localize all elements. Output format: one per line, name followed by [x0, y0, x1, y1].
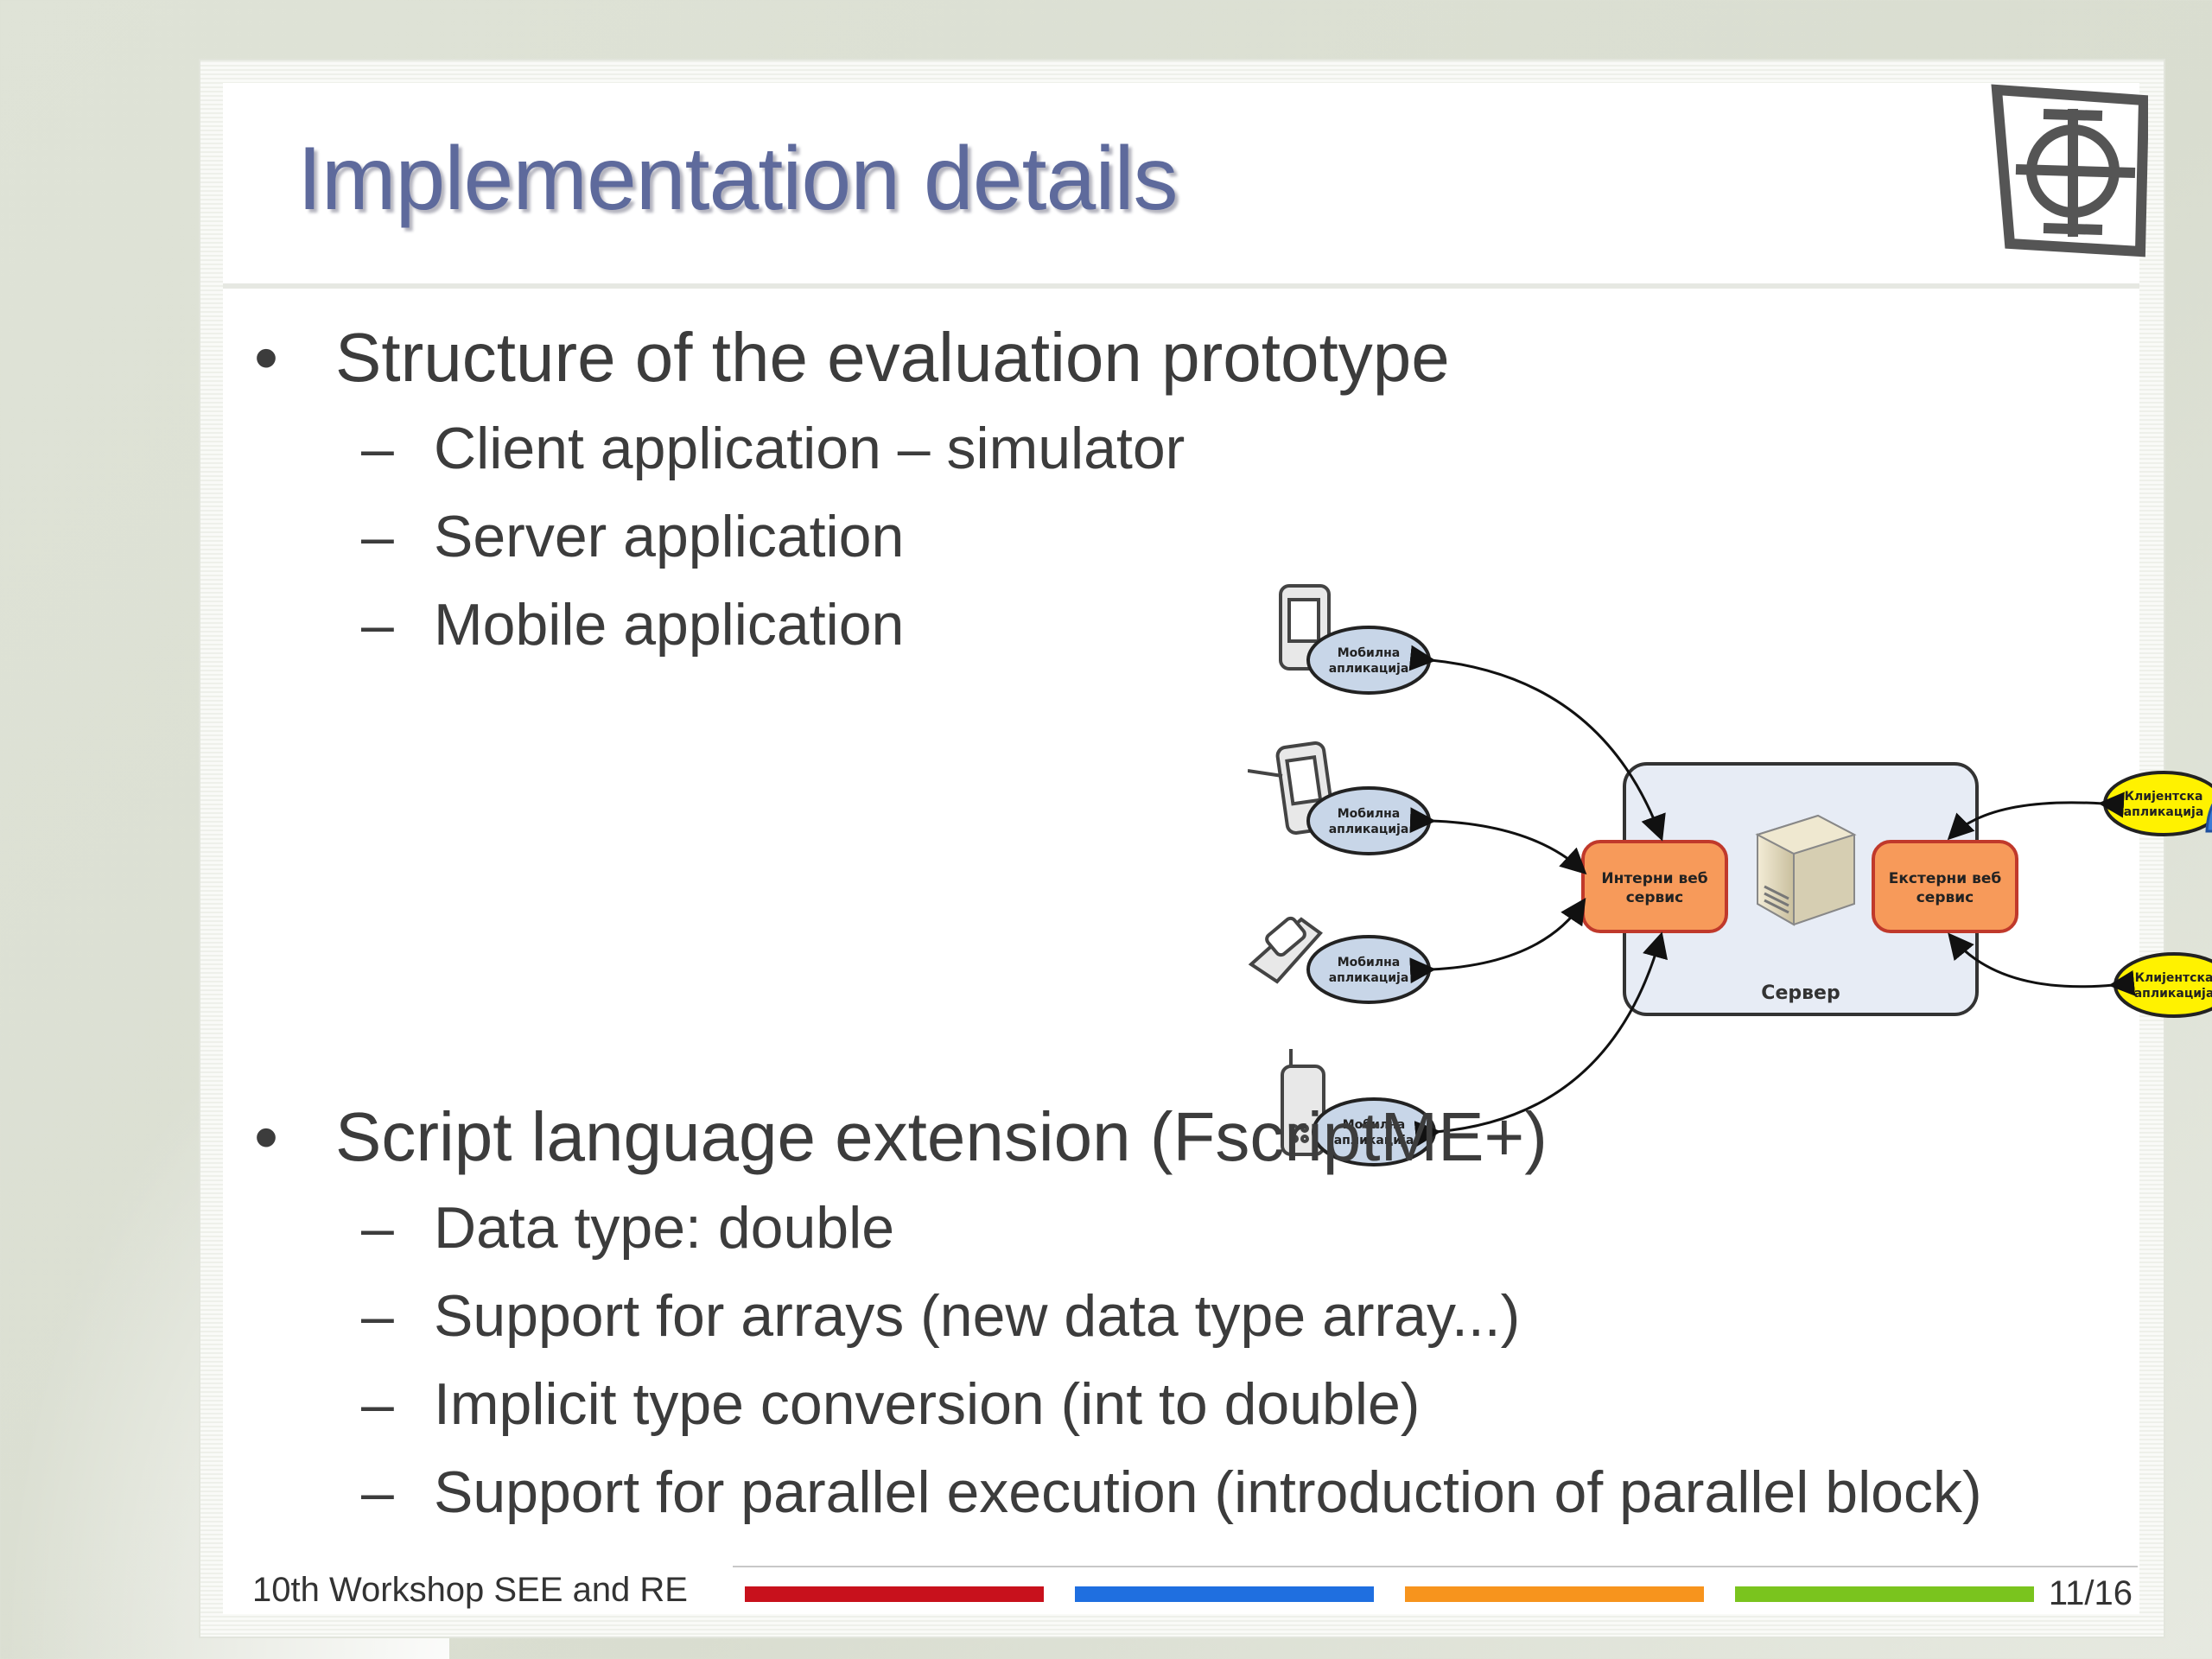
slide-footer: 10th Workshop SEE and RE 11/16 [223, 1562, 2139, 1614]
bullet-text: Structure of the evaluation prototype [335, 319, 1450, 396]
workshop-name: 10th Workshop SEE and RE [252, 1571, 688, 1609]
svg-text:Мобилна: Мобилна [1343, 1118, 1406, 1132]
footer-stripe-orange [1405, 1586, 1704, 1602]
svg-text:апликација: апликација [1329, 971, 1409, 985]
external-ws-label-2: сервис [1916, 889, 1974, 906]
university-logo-icon [1991, 84, 2148, 257]
connector-arrow [1948, 932, 2136, 996]
sub-bullet-text: Support for arrays (new data type array.… [434, 1283, 1521, 1349]
architecture-diagram: Сервер Интерни веб сервис Екстерни веб с… [1248, 584, 2212, 1166]
svg-text:Клијентска: Клијентска [2135, 971, 2212, 985]
title-bar: Implementation details [223, 83, 2148, 289]
svg-text:Мобилна: Мобилна [1338, 807, 1401, 821]
footer-stripe-blue [1075, 1586, 1374, 1602]
svg-text:Мобилна: Мобилна [1338, 646, 1401, 660]
server-label: Сервер [1761, 982, 1840, 1004]
connector-arrow [1409, 807, 1587, 875]
sub-bullet-text: Support for parallel execution (introduc… [434, 1459, 1982, 1525]
sub-bullet-text: Mobile application [434, 592, 905, 658]
mobile-app-node: Мобилна апликација [1312, 1097, 1436, 1166]
slide-frame: Implementation details • Structure of th… [200, 60, 2212, 1637]
footer-rule [733, 1566, 2138, 1567]
sub-bullet-text: Client application – simulator [434, 416, 1185, 481]
footer-stripe-green [1735, 1586, 2034, 1602]
connector-arrow [1409, 898, 1586, 984]
sub-bullet-text: Implicit type conversion (int to double) [434, 1371, 1421, 1437]
client-app-node: Клијентска апликација [2113, 952, 2212, 1018]
mobile-app-node: Мобилна апликација [1306, 935, 1431, 1004]
server-computer-icon [1755, 814, 1857, 926]
internal-ws-label-1: Интерни веб [1601, 870, 1707, 887]
footer-stripe-red [745, 1586, 1044, 1602]
sub-bullet-text: Data type: double [434, 1195, 895, 1261]
external-web-service-box [1872, 840, 2018, 933]
mobile-app-node: Мобилна апликација [1306, 786, 1431, 855]
user-icon [2205, 804, 2212, 833]
connector-arrow [1947, 791, 2125, 841]
svg-text:апликација: апликација [1334, 1134, 1414, 1147]
svg-text:Клијентска: Клијентска [2125, 790, 2203, 804]
internal-web-service-box [1581, 840, 1728, 933]
slide: Implementation details • Structure of th… [223, 83, 2212, 1614]
slide-title: Implementation details [297, 129, 1179, 229]
bullet-text: Script language extension (FscriptME+) [335, 1098, 1548, 1175]
sub-bullet-text: Server application [434, 504, 905, 569]
svg-text:апликација: апликација [1329, 662, 1409, 676]
connector-arrow [1408, 645, 1666, 842]
external-ws-label-1: Екстерни веб [1889, 870, 2002, 887]
svg-text:Мобилна: Мобилна [1338, 956, 1401, 969]
internal-ws-label-2: сервис [1626, 889, 1684, 906]
flip-phone-device-icon [1248, 916, 1323, 984]
svg-text:апликација: апликација [2124, 805, 2204, 819]
client-app-node: Клијентска апликација [2103, 771, 2212, 836]
mobile-app-node: Мобилна апликација [1306, 626, 1431, 695]
svg-text:апликација: апликација [2134, 987, 2212, 1001]
page-number: 11/16 [2048, 1574, 2133, 1612]
svg-text:апликација: апликација [1329, 823, 1409, 836]
connector-arrow [1414, 931, 1668, 1147]
